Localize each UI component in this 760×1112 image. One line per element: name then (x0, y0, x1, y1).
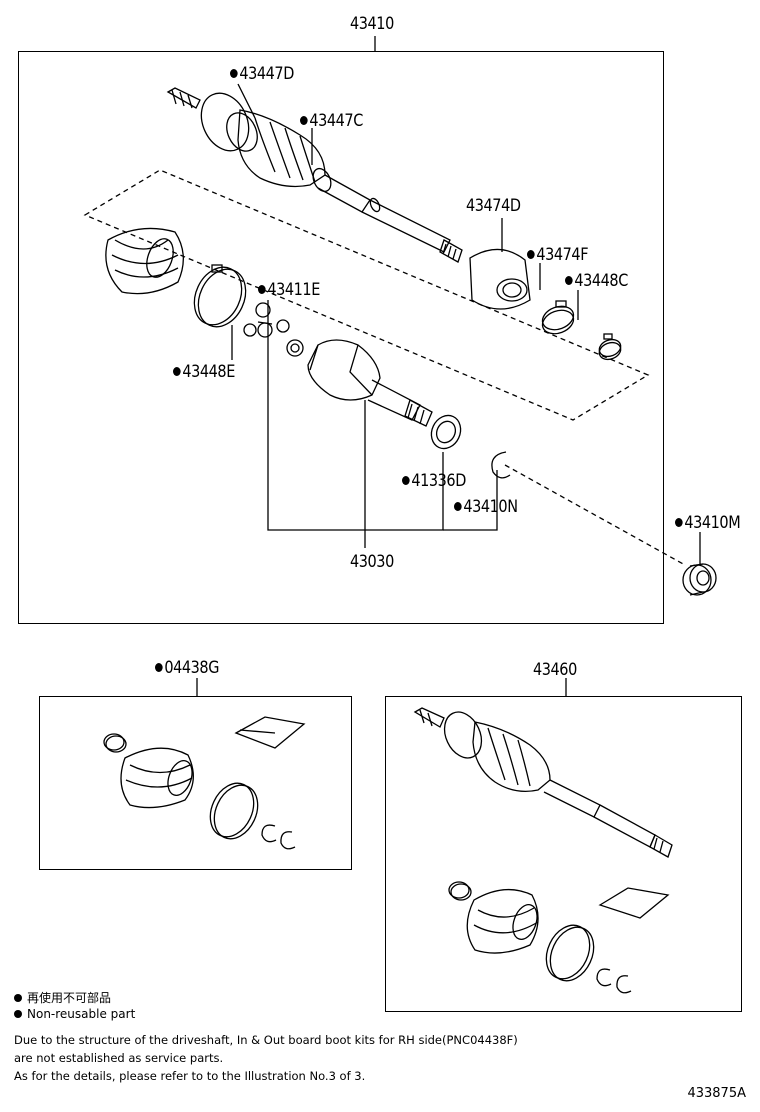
label-kit-04438G: 04438G (155, 658, 219, 678)
shaft-assy-frame (385, 696, 742, 1012)
figure-number: 433875A (687, 1086, 746, 1101)
non-reusable-dot (402, 476, 410, 485)
outboard-joint-shape (166, 87, 463, 263)
legend-en: Non-reusable part (14, 1006, 135, 1022)
clamp-43474F-shape (541, 300, 575, 335)
kit-boot-shape (120, 747, 194, 809)
assy-43460-snap-rings-shape (596, 968, 632, 994)
label-43474D: 43474D (466, 196, 521, 216)
bearing-43410M-shape (682, 563, 717, 596)
assy-43460-shaft-shape (413, 707, 673, 858)
seal-41336D-shape (430, 414, 462, 450)
label-41336D: 41336D (402, 471, 466, 491)
label-43030: 43030 (350, 552, 394, 572)
legend-dot-jp (14, 994, 22, 1002)
non-reusable-dot (258, 285, 266, 294)
non-reusable-dot (565, 276, 573, 285)
non-reusable-dot (454, 502, 462, 511)
non-reusable-dot (527, 250, 535, 259)
non-reusable-dot (173, 367, 181, 376)
inboard-boot-shape (105, 227, 184, 295)
non-reusable-dot (675, 518, 683, 527)
boot-kit-frame (39, 696, 352, 870)
assy-43460-grease-pack-shape (598, 887, 670, 919)
label-43474F: 43474F (527, 245, 589, 265)
kit-grease-pack-shape (234, 716, 306, 749)
label-43448E: 43448E (173, 362, 235, 382)
assy-43460-clamp-shape (545, 924, 595, 982)
label-assy-43410: 43410 (350, 14, 394, 34)
non-reusable-dot (300, 116, 308, 125)
inboard-group-outline (83, 169, 650, 421)
dynamic-damper-shape (469, 248, 531, 310)
clamp-43448E-shape (193, 264, 247, 328)
legend-dot-en (14, 1010, 22, 1018)
label-43410N: 43410N (454, 497, 518, 517)
label-43410M: 43410M (675, 513, 741, 533)
label-43448C: 43448C (565, 271, 628, 291)
main-assembly-frame (18, 51, 664, 624)
kit-snap-rings-shape (261, 824, 296, 850)
assy-43460-boot-shape (466, 888, 539, 954)
label-assy-43460: 43460 (533, 660, 577, 680)
kit-clamp-shape (209, 782, 259, 840)
legend-jp: 再使用不可部品 (14, 990, 111, 1006)
label-43447C: 43447C (300, 111, 363, 131)
kit-clip-shape (103, 733, 127, 753)
inboard-joint-housing-shape (307, 339, 433, 427)
leader-43030-left (267, 300, 366, 531)
leader-43030-right (443, 470, 498, 531)
kit-grease-pack-fold (239, 729, 276, 734)
label-43411E: 43411E (258, 280, 320, 300)
bearing-dashed-leader (504, 464, 686, 566)
assy-43460-clip-shape (448, 881, 472, 901)
clip-43448C-shape (598, 333, 622, 361)
label-43447D: 43447D (230, 64, 294, 84)
note-line-3: As for the details, please refer to to t… (14, 1069, 366, 1083)
note-line-1: Due to the structure of the driveshaft, … (14, 1033, 518, 1047)
snap-ring-small-shape (286, 339, 304, 357)
non-reusable-dot (155, 663, 163, 672)
snap-ring-43410N-shape (491, 451, 511, 479)
leader-43030-mid (365, 452, 444, 531)
non-reusable-dot (230, 69, 238, 78)
note-line-2: are not established as service parts. (14, 1051, 224, 1065)
tripod-joint-shape (243, 302, 290, 338)
